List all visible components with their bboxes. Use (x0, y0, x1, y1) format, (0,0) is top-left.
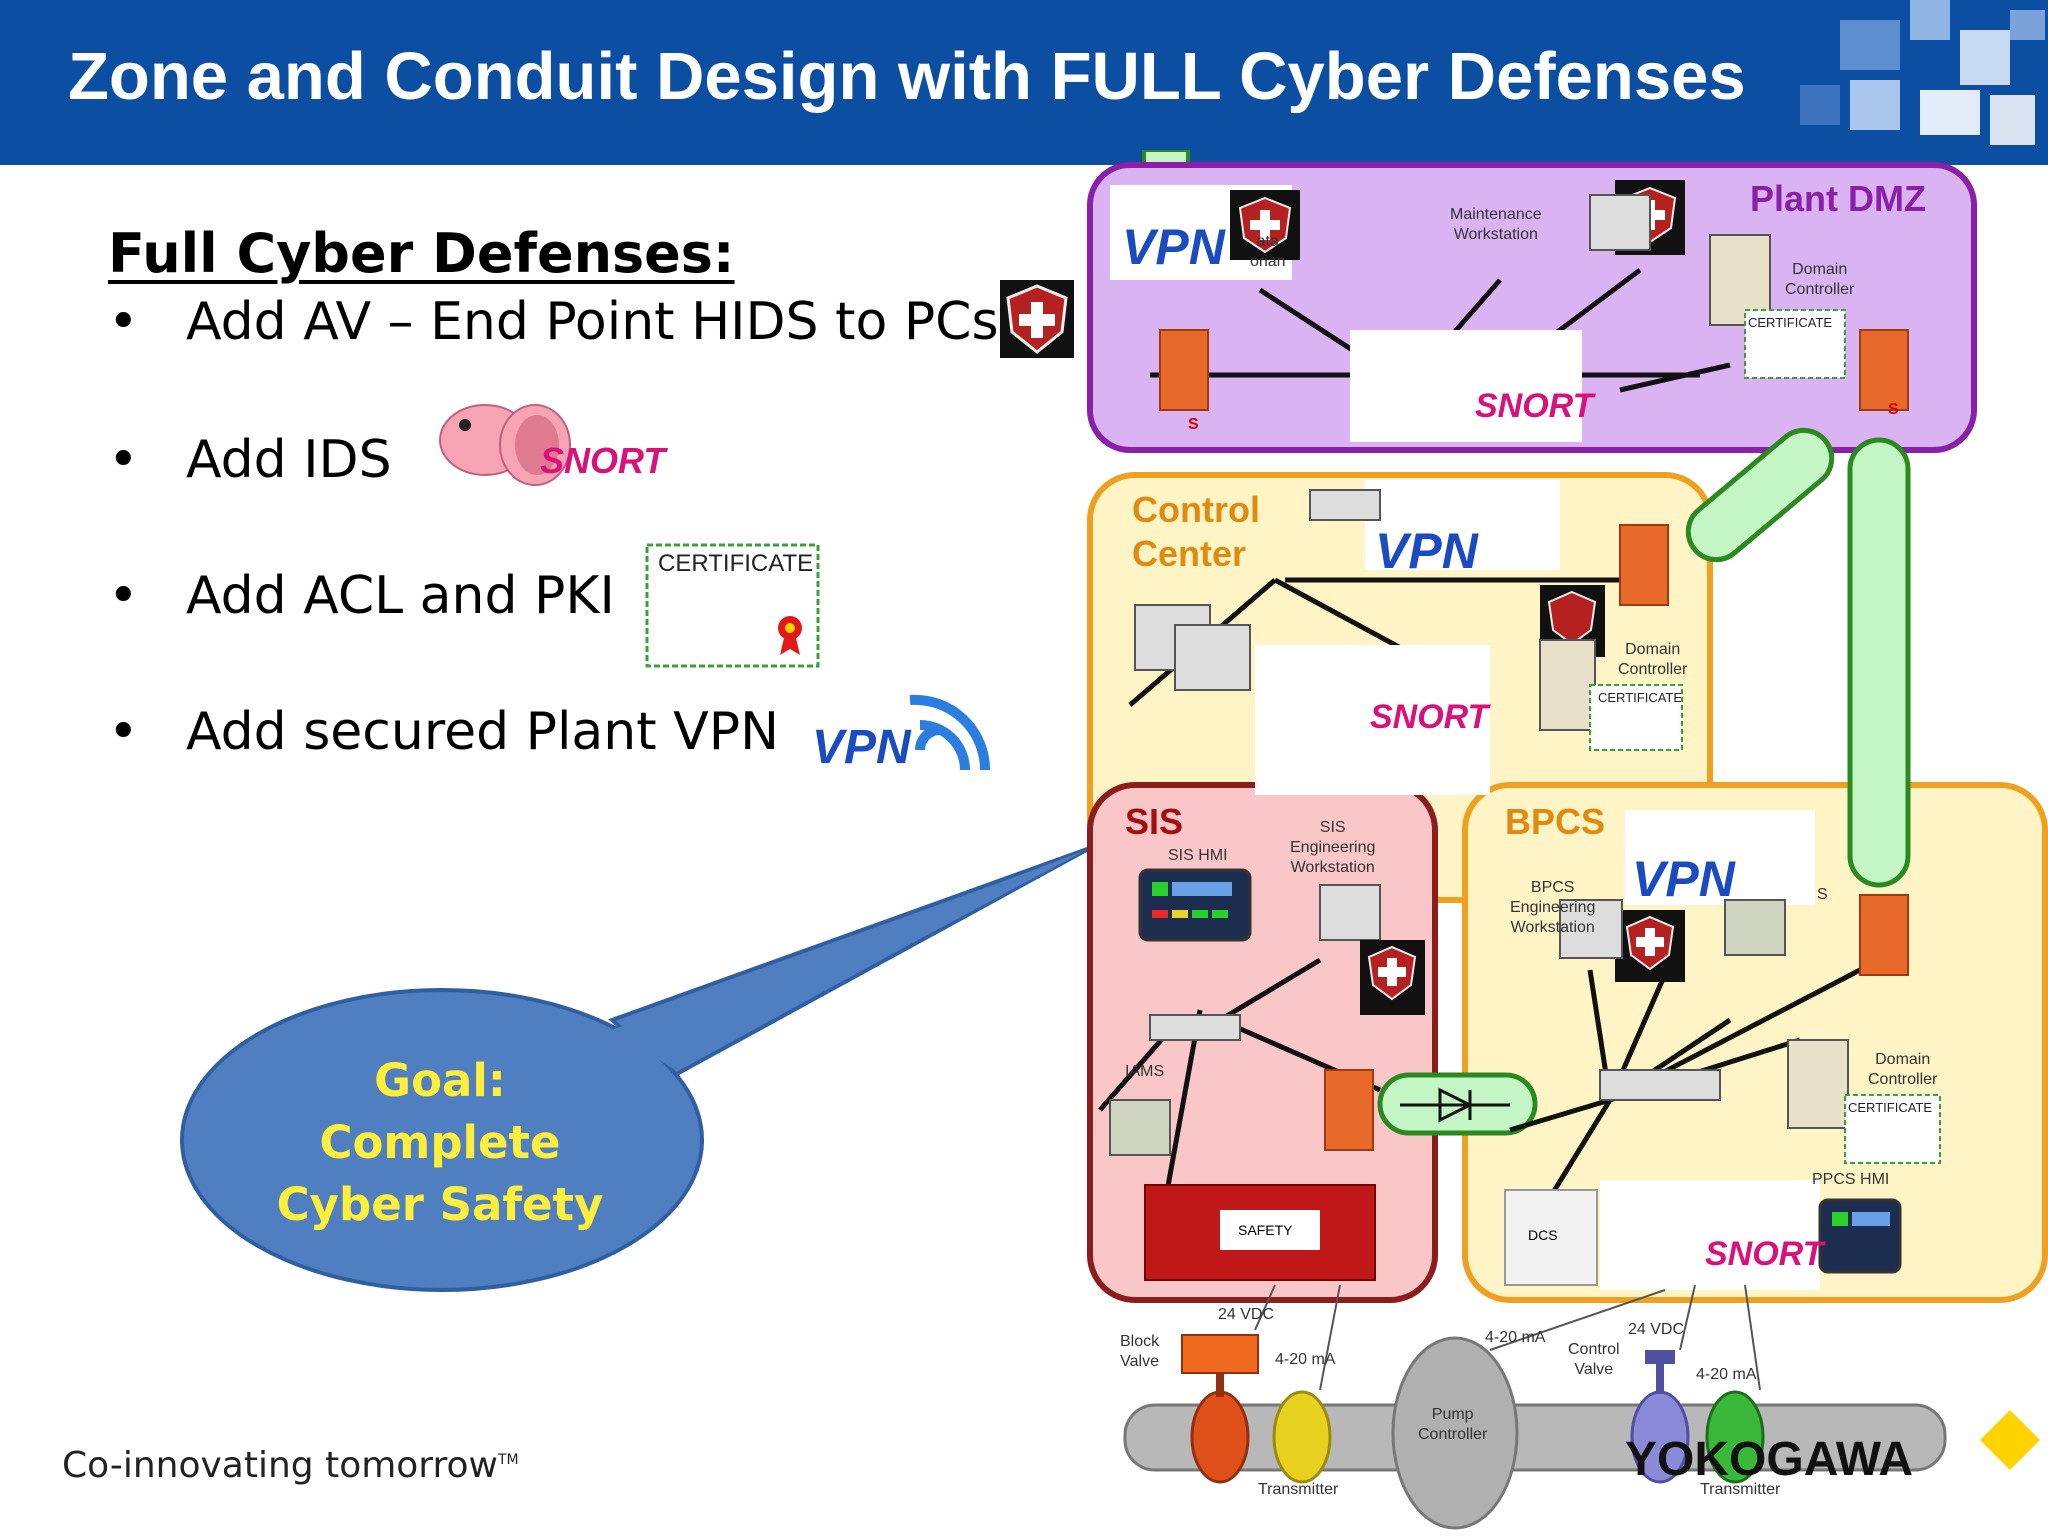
title-mosaic-decoration (1790, 0, 2048, 165)
bullet-text: Add secured Plant VPN (186, 702, 779, 762)
conduit-dmz-bpcs (1847, 437, 1911, 888)
bpcs-4-20ma-label: 4-20 mA (1696, 1366, 1757, 1383)
sis-title: SIS (1125, 801, 1184, 842)
certificate-icon (645, 543, 820, 668)
pump-4-20ma-label: 4-20 mA (1485, 1329, 1546, 1346)
control-certificate-label: CERTIFICATE (1598, 690, 1683, 705)
diagram-graphics (1087, 150, 2048, 1530)
yokogawa-logo: YOKOGAWA (1625, 1433, 1914, 1486)
sis-24vdc-label: 24 VDC (1218, 1306, 1275, 1323)
bpcs-switch-s-label: S (1817, 886, 1828, 903)
sis-transmitter-label: Transmitter (1258, 1481, 1339, 1498)
antivirus-shield-icon (1000, 280, 1074, 358)
dmz-certificate-label: CERTIFICATE (1748, 315, 1833, 330)
safety-label: SAFETY (1238, 1222, 1293, 1238)
dcs-label: DCS (1528, 1227, 1558, 1243)
bullet-vpn: •Add secured Plant VPN (108, 702, 779, 762)
snort-label: SNORT (540, 440, 666, 481)
bullet-text: Add ACL and PKI (186, 566, 615, 626)
dmz-vpn-label: VPN (1122, 219, 1225, 275)
dmz-snort-label: SNORT (1475, 387, 1594, 425)
section-heading: Full Cyber Defenses: (108, 222, 735, 285)
bpcs-hmi-label: PPCS HMI (1812, 1171, 1890, 1188)
iams-label: IAMS (1125, 1063, 1165, 1080)
bullet-av-hids: •Add AV – End Point HIDS to PCs (108, 292, 999, 352)
control-center-title: Control Center (1132, 489, 1260, 574)
switch-badge: S (1188, 416, 1199, 433)
sis-4-20ma-label: 4-20 mA (1275, 1351, 1336, 1368)
switch-badge: S (1888, 401, 1899, 418)
title-bar (0, 0, 2048, 165)
bpcs-title: BPCS (1505, 801, 1606, 842)
bullet-ids: •Add IDS (108, 430, 392, 490)
bpcs-certificate-label: CERTIFICATE (1848, 1100, 1933, 1115)
footer-slogan: Co-innovating tomorrowTM (62, 1445, 519, 1486)
slide-title: Zone and Conduit Design with FULL Cyber … (68, 39, 1746, 114)
plant-dmz-title: Plant DMZ (1750, 178, 1926, 219)
vpn-label: VPN (812, 721, 911, 774)
bullet-acl-pki: •Add ACL and PKI (108, 566, 615, 626)
vpn-signal-icon (909, 694, 990, 771)
control-snort-label: SNORT (1370, 698, 1489, 736)
bpcs-snort-label: SNORT (1705, 1235, 1824, 1273)
conduit-dmz-control (1685, 427, 1835, 563)
control-vpn-label: VPN (1375, 523, 1478, 579)
sis-hmi-label: SIS HMI (1168, 847, 1228, 864)
bullet-text: Add AV – End Point HIDS to PCs (186, 292, 999, 352)
bullet-text: Add IDS (186, 430, 392, 490)
bpcs-24vdc-label: 24 VDC (1628, 1321, 1685, 1338)
snort-pig-icon (439, 404, 571, 486)
bpcs-vpn-label: VPN (1632, 851, 1735, 907)
certificate-label: CERTIFICATE (658, 550, 814, 577)
bpcs-transmitter-label: Transmitter (1700, 1481, 1781, 1498)
goal-text: Goal: Complete Cyber Safety (276, 1054, 604, 1231)
